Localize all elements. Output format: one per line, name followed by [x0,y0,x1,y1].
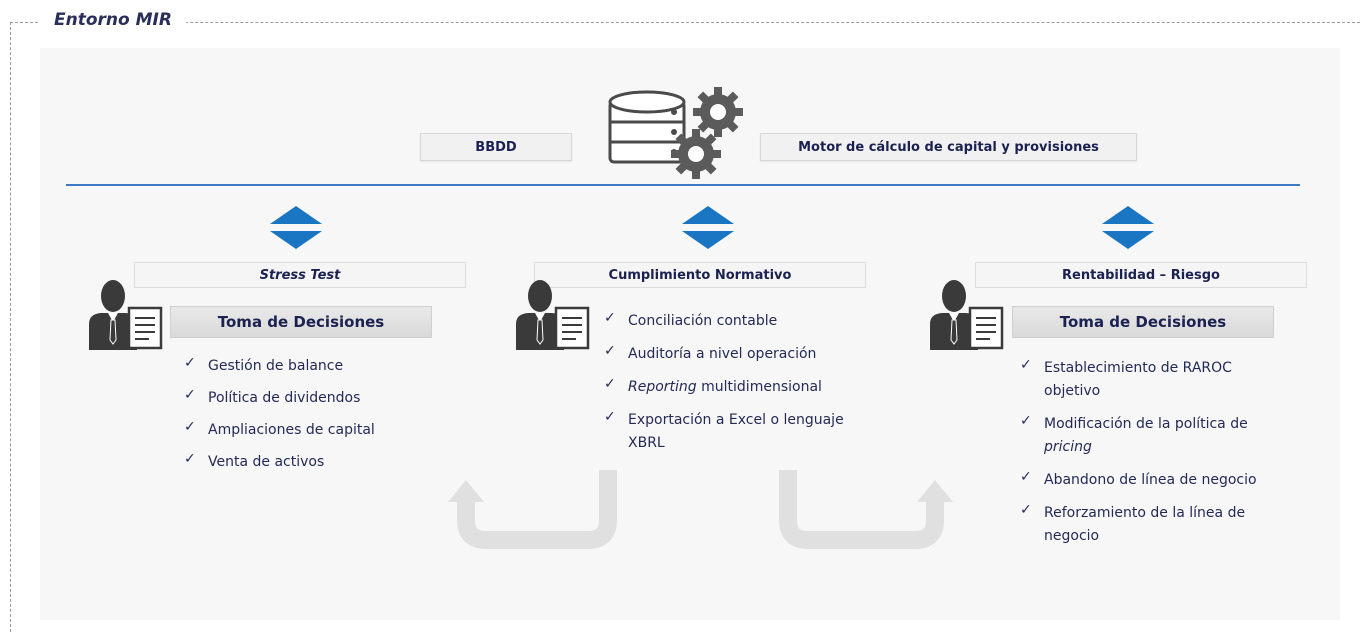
check-icon: ✓ [184,387,196,403]
list-item-text-italic: Reporting [628,379,697,395]
list-item-text: Modificación de la política de pricing [1044,413,1248,459]
checklist-cumplimiento: ✓ Conciliación contable ✓ Auditoría a nive… [604,310,844,455]
list-item: ✓ Gestión de balance [184,355,375,378]
list-item: ✓ Política de dividendos [184,387,375,410]
check-icon: ✓ [604,310,616,326]
businessman-icon [516,280,590,350]
list-item: ✓ Venta de activos [184,451,375,474]
bbdd-label: BBDD [420,133,572,161]
return-arrow-icon [448,470,617,549]
double-arrow-icon [1102,206,1154,249]
engine-label: Motor de cálculo de capital y provisione… [760,133,1137,161]
gears-icon [671,87,743,179]
list-item-line2: objetivo [1044,383,1101,399]
frame-title: Entorno MIR [40,10,186,30]
list-item: ✓ Modificación de la política de pricing [1020,413,1257,459]
list-item-line2-italic: pricing [1044,439,1092,455]
businessman-icon [89,280,163,350]
check-icon: ✓ [184,451,196,467]
check-icon: ✓ [604,376,616,392]
list-item: ✓ Ampliaciones de capital [184,419,375,442]
list-item-text: Gestión de balance [208,358,344,374]
return-arrow-icon [779,470,953,549]
list-item-text: Ampliaciones de capital [208,422,375,438]
document-icon [968,306,1004,350]
column-title-stress-test: Stress Test [134,262,466,288]
list-item-line1: Exportación a Excel o lenguaje [628,412,844,428]
list-item-line2: negocio [1044,528,1100,544]
list-item: ✓ Reporting multidimensional [604,376,844,399]
document-icon [554,306,590,350]
list-item: ✓ Establecimiento de RAROC objetivo [1020,357,1257,403]
check-icon: ✓ [184,419,196,435]
check-icon: ✓ [1020,502,1032,518]
list-item-line1: Reforzamiento de la línea de [1044,505,1246,521]
list-item: ✓ Conciliación contable [604,310,844,333]
list-item-text: Política de dividendos [208,390,361,406]
divider-line [66,184,1300,186]
checklist-rentabilidad: ✓ Establecimiento de RAROC objetivo ✓ Modif… [1020,357,1257,548]
database-icon [608,90,686,164]
list-item-text: Conciliación contable [628,313,778,329]
list-item-text: Reporting multidimensional [628,376,822,399]
list-item: ✓ Reforzamiento de la línea de negocio [1020,502,1257,548]
decision-box-right: Toma de Decisiones [1012,306,1274,338]
list-item-line2: XBRL [628,435,665,451]
list-item: ✓ Abandono de línea de negocio [1020,469,1257,492]
double-arrow-icon [270,206,322,249]
mir-frame [10,22,1360,632]
businessman-icon [930,280,1004,350]
checklist-stress-test: ✓ Gestión de balance ✓ Política de dividen… [184,355,375,474]
document-icon [127,306,163,350]
list-item-text: Establecimiento de RAROC objetivo [1044,357,1232,403]
list-item-text: Abandono de línea de negocio [1044,472,1257,488]
check-icon: ✓ [1020,357,1032,373]
list-item-text: Reforzamiento de la línea de negocio [1044,502,1245,548]
column-title-cumplimiento: Cumplimiento Normativo [534,262,866,288]
database-gears-icon [608,87,743,179]
list-item-text: Venta de activos [208,454,325,470]
column-title-rentabilidad: Rentabilidad – Riesgo [975,262,1307,288]
check-icon: ✓ [184,355,196,371]
list-item-line1: Modificación de la política de [1044,416,1248,432]
check-icon: ✓ [604,409,616,425]
list-item-text-rest: multidimensional [696,379,822,395]
decision-box-left: Toma de Decisiones [170,306,432,338]
check-icon: ✓ [1020,413,1032,429]
list-item-line1: Establecimiento de RAROC [1044,360,1232,376]
check-icon: ✓ [1020,469,1032,485]
check-icon: ✓ [604,343,616,359]
list-item: ✓ Auditoría a nivel operación [604,343,844,366]
double-arrow-icon [682,206,734,249]
list-item-text: Auditoría a nivel operación [628,346,817,362]
